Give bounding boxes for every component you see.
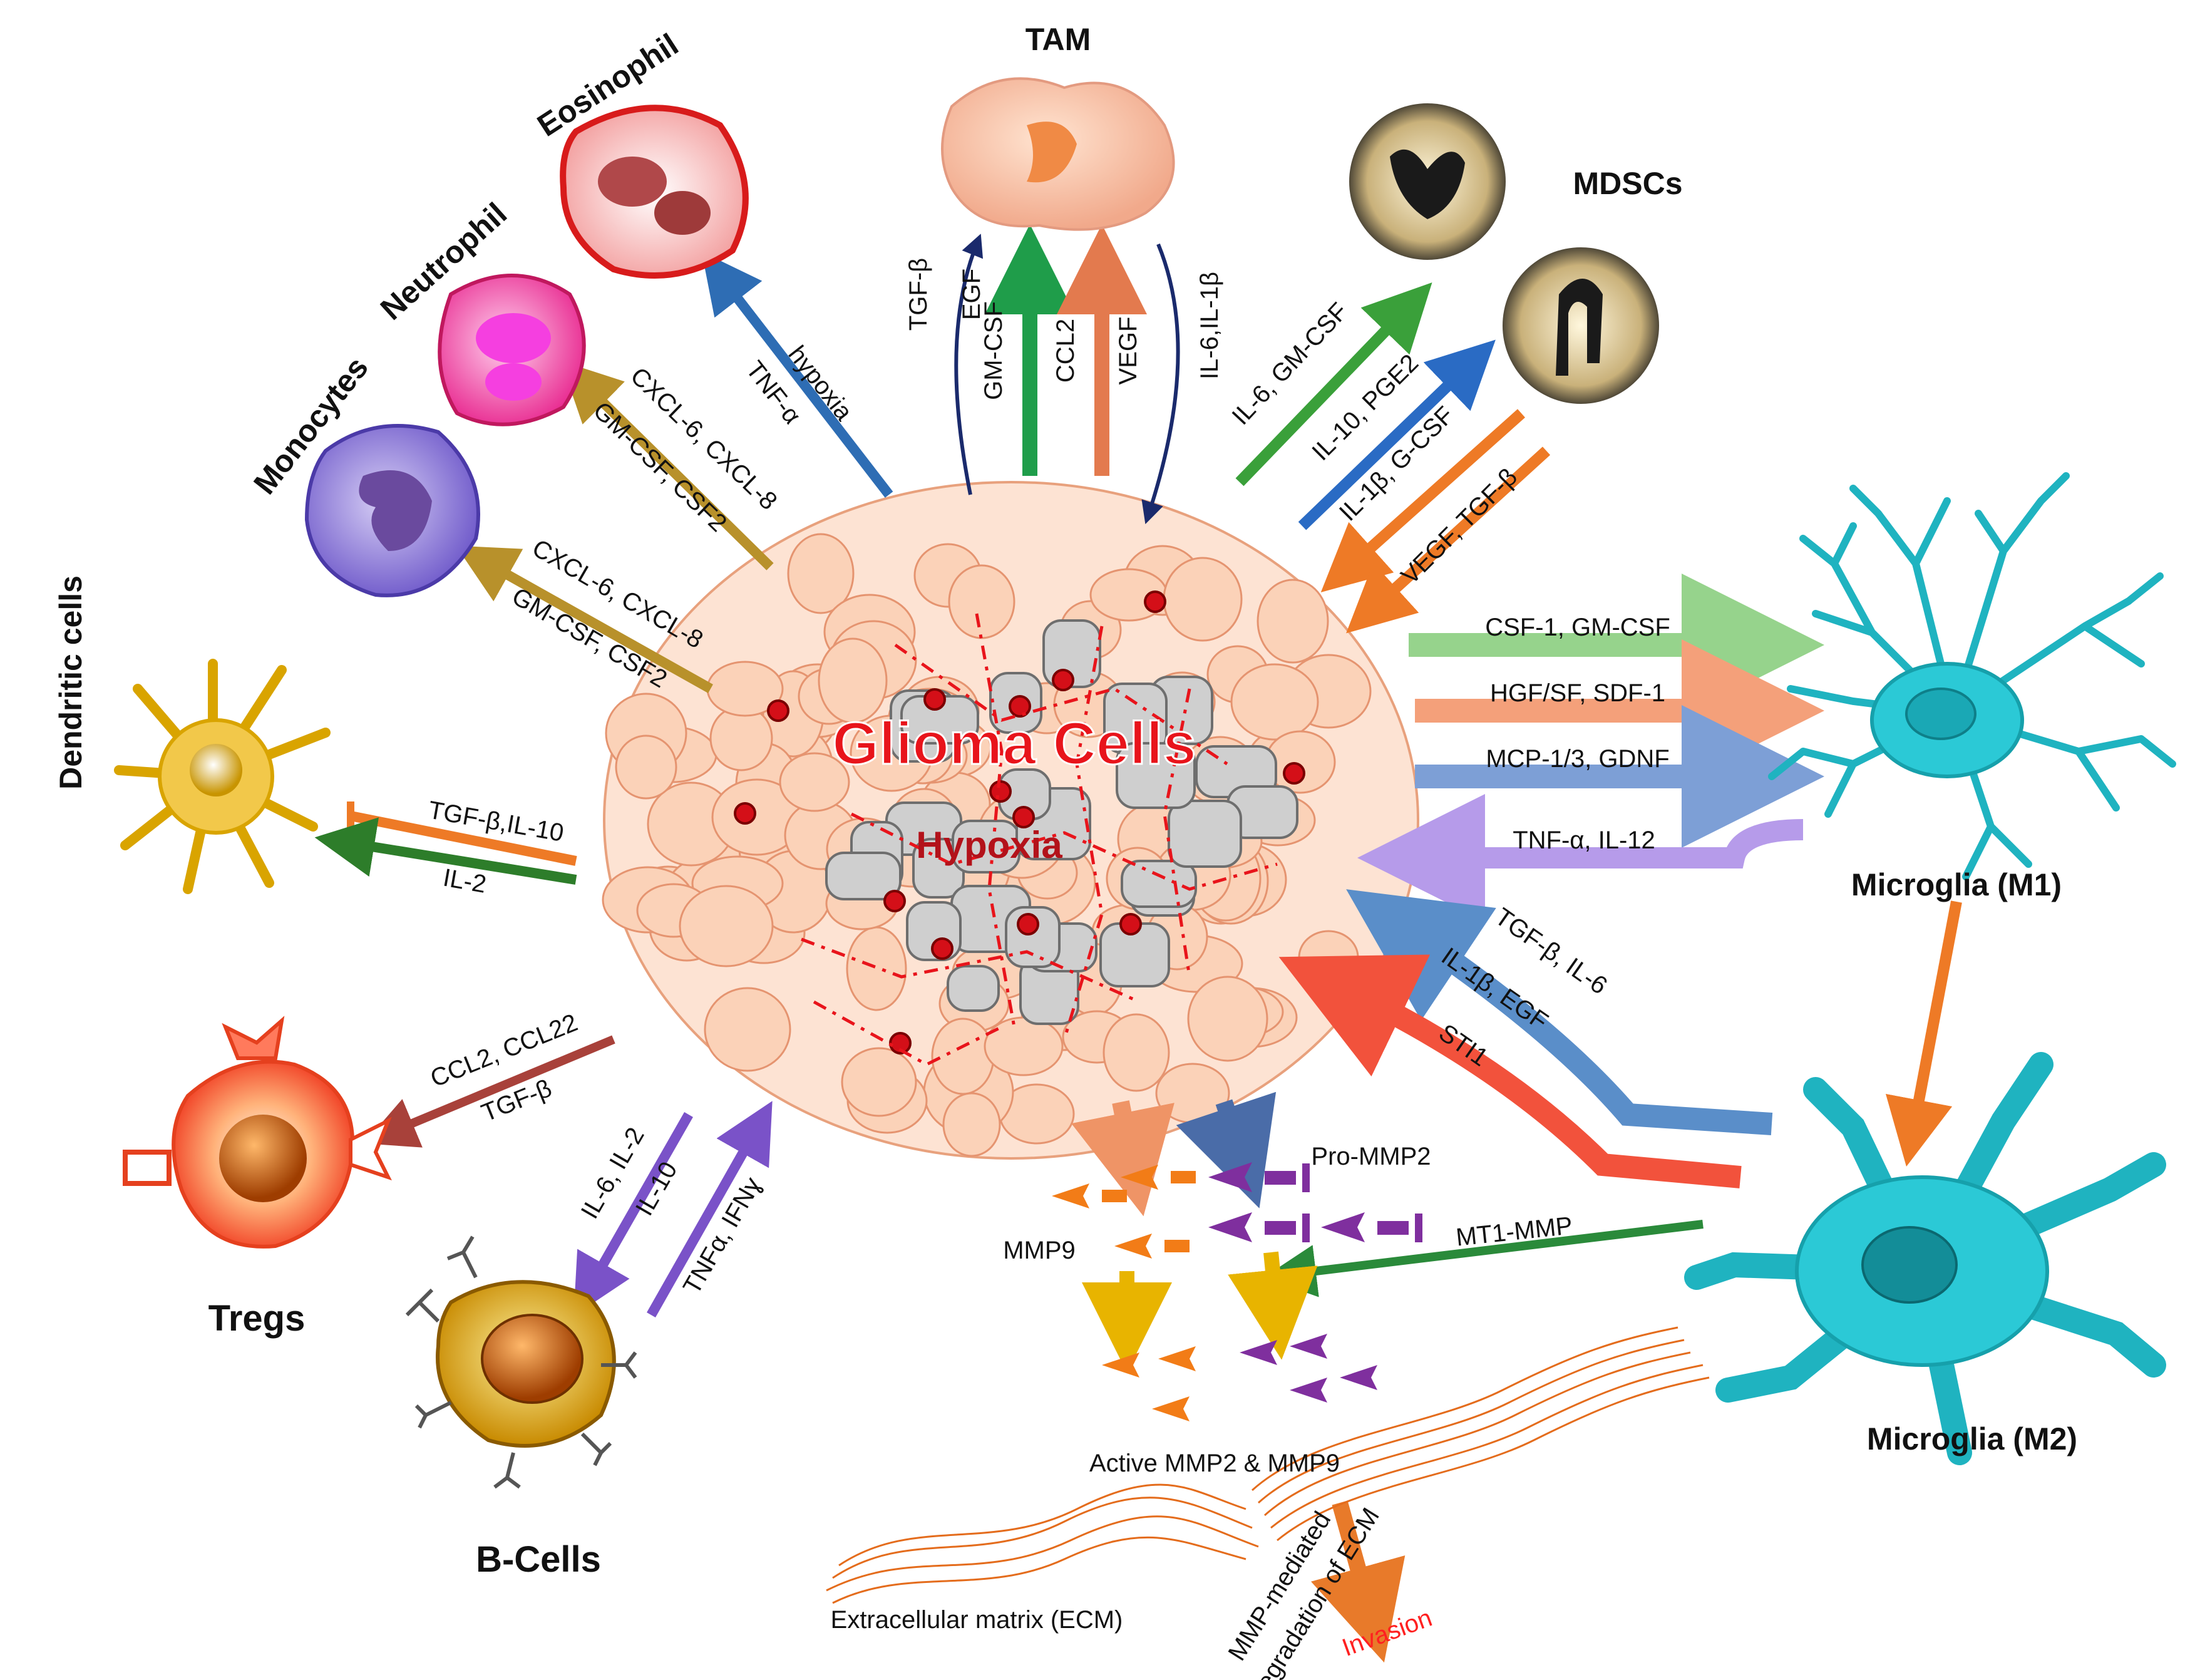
pro-mmp2-icons: [1208, 1162, 1422, 1403]
m1-signal-4: TNF-α, IL-12: [1513, 827, 1655, 854]
red-blood-cell: [1009, 695, 1031, 718]
glioma-tumor-mass: [602, 481, 1419, 1160]
ecm-label: Extracellular matrix (ECM): [831, 1606, 1123, 1634]
tam-signal-tgfb: TGF-β: [905, 258, 932, 331]
red-blood-cell: [1119, 913, 1142, 935]
m1-signal-1: CSF-1, GM-CSF: [1485, 614, 1670, 641]
mdsc-cell-2: [1503, 247, 1659, 404]
tam-label: TAM: [1025, 22, 1091, 57]
mmp9-icons: [1052, 1165, 1196, 1421]
red-blood-cell: [883, 890, 906, 912]
tam-signal-vegf: VEGF: [1114, 317, 1142, 385]
microglia-m1-label: Microglia (M1): [1851, 867, 2062, 902]
tumor-cell: [846, 926, 907, 1011]
hypoxic-glioma-cell: [1121, 860, 1197, 908]
dendritic-cell: [114, 659, 331, 894]
tumor-cell: [1298, 930, 1359, 985]
neutrophil-cell: [438, 274, 586, 426]
red-blood-cell: [1017, 913, 1039, 935]
mdsc-cell-1: [1349, 103, 1506, 260]
tumor-cell: [1155, 1063, 1230, 1124]
tumor-cell: [1257, 579, 1329, 664]
tumor-cell: [779, 752, 850, 812]
tumor-cell: [704, 987, 791, 1072]
hypoxic-glioma-cell: [825, 852, 902, 900]
tam-signal-il6: IL-6,IL-1β: [1196, 272, 1223, 379]
monocyte-cell: [304, 424, 480, 597]
tregs-label: Tregs: [208, 1298, 306, 1339]
microglia-m2-cell: [1684, 1052, 2166, 1465]
tam-signal-gmcsf: GM-CSF: [980, 301, 1007, 400]
mdscs-label: MDSCs: [1573, 166, 1682, 201]
mmp9-label: MMP9: [1003, 1237, 1076, 1264]
mdsc-signal-1: IL-6, GM-CSF: [1227, 297, 1354, 430]
red-blood-cell: [734, 802, 756, 825]
red-blood-cell: [931, 937, 954, 960]
tumor-cell: [948, 564, 1015, 639]
tumor-cell: [841, 1047, 917, 1117]
glioma-cells-title: Glioma Cells: [832, 710, 1196, 777]
treg-cell: [123, 1016, 392, 1249]
tumor-cell: [984, 1016, 1064, 1076]
tumor-cell: [1103, 1013, 1170, 1092]
tumor-cell: [818, 637, 888, 724]
dendritic-cells-label: Dendritic cells: [53, 575, 88, 790]
microglia-m2-label: Microglia (M2): [1867, 1421, 2077, 1456]
red-blood-cell: [1012, 806, 1035, 828]
tam-signal-egf: EGF: [958, 269, 985, 320]
signal-arrows: [314, 224, 1962, 1663]
pro-mmp2-label: Pro-MMP2: [1311, 1143, 1431, 1170]
hypoxia-label: Hypoxia: [916, 824, 1062, 866]
neutrophil-signal-2: GM-CSF, CSF2: [588, 396, 732, 537]
tam-signal-ccl2: CCL2: [1052, 319, 1079, 383]
b-cell: [405, 1235, 637, 1489]
microglia-m1-cell: [1768, 472, 2176, 880]
b-cells-label: B-Cells: [476, 1539, 601, 1580]
tam-cell: [941, 77, 1175, 231]
tumor-cell: [787, 533, 855, 614]
invasion-label: Invasion: [1339, 1604, 1436, 1662]
vessel-network: [801, 613, 1278, 1066]
tumor-cell: [931, 1018, 995, 1095]
hypoxic-glioma-cell: [947, 965, 1000, 1012]
tumor-cell: [679, 885, 774, 967]
red-blood-cell: [989, 780, 1012, 803]
red-blood-cell: [1052, 669, 1074, 691]
tumor-cell: [615, 734, 677, 800]
eosinophil-cell: [560, 105, 749, 279]
red-blood-cell: [767, 699, 789, 722]
tumor-cell: [942, 1092, 1001, 1157]
tumor-cell: [1187, 976, 1268, 1062]
red-blood-cell: [923, 688, 946, 711]
red-blood-cell: [1283, 762, 1305, 785]
tumor-cell: [1163, 557, 1243, 642]
active-mmp-label: Active MMP2 & MMP9: [1089, 1450, 1340, 1477]
hypoxic-glioma-cell: [1168, 800, 1242, 868]
bcell-signal-2: IL-10: [630, 1157, 683, 1220]
m1-signal-3: MCP-1/3, GDNF: [1486, 745, 1669, 773]
treg-signal-1: CCL2, CCL22: [426, 1009, 581, 1093]
tumor-cell: [1230, 663, 1319, 741]
ecm-fibers: [826, 1326, 1710, 1604]
red-blood-cell: [1144, 590, 1166, 613]
mdsc-signal-4: VEGF, TGF-β: [1396, 463, 1523, 590]
m1-signal-2: HGF/SF, SDF-1: [1490, 679, 1665, 707]
